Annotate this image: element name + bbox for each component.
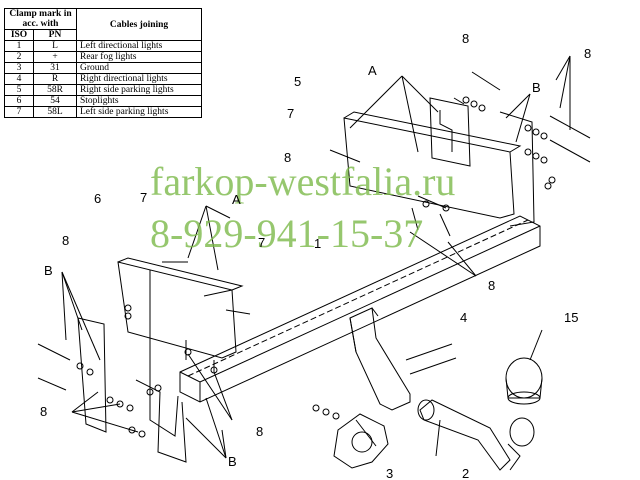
callout-B: B [44,263,53,278]
bolt-set [37,71,591,391]
callout-A: A [368,63,377,78]
callout-15: 15 [564,310,578,325]
callout-8: 8 [462,31,469,46]
callout-7: 7 [258,235,265,250]
callout-2: 2 [462,466,469,480]
callout-7: 7 [287,106,294,121]
callout-8: 8 [256,424,263,439]
callout-1: 1 [314,236,321,251]
callout-3: 3 [386,466,393,480]
callout-7: 7 [140,190,147,205]
callout-8: 8 [584,46,591,61]
leader-lines [61,55,571,459]
callout-8: 8 [40,404,47,419]
ball-bar [417,399,535,471]
cable-table: Clamp mark in acc. with Cables joining I… [4,8,202,118]
ball-cover [505,357,543,405]
left-bracket [77,257,244,463]
desc-cell: Left side parking lights [76,106,202,118]
crossbar-beam [179,215,541,403]
callout-B: B [228,454,237,469]
callout-5: 5 [294,74,301,89]
right-bracket [343,97,535,227]
callout-8: 8 [488,278,495,293]
callout-A: A [232,192,241,207]
callout-6: 6 [94,191,101,206]
callout-B: B [532,80,541,95]
callout-4: 4 [460,310,467,325]
pn-cell: 58L [33,106,77,118]
watermark-phone: 8-929-941-15-37 [150,211,424,256]
socket-plate [333,413,389,469]
neck-mount [349,307,411,411]
washer-set [76,96,556,438]
watermark-site: farkop-westfalia.ru [150,159,456,204]
callout-8: 8 [62,233,69,248]
callout-8: 8 [284,150,291,165]
